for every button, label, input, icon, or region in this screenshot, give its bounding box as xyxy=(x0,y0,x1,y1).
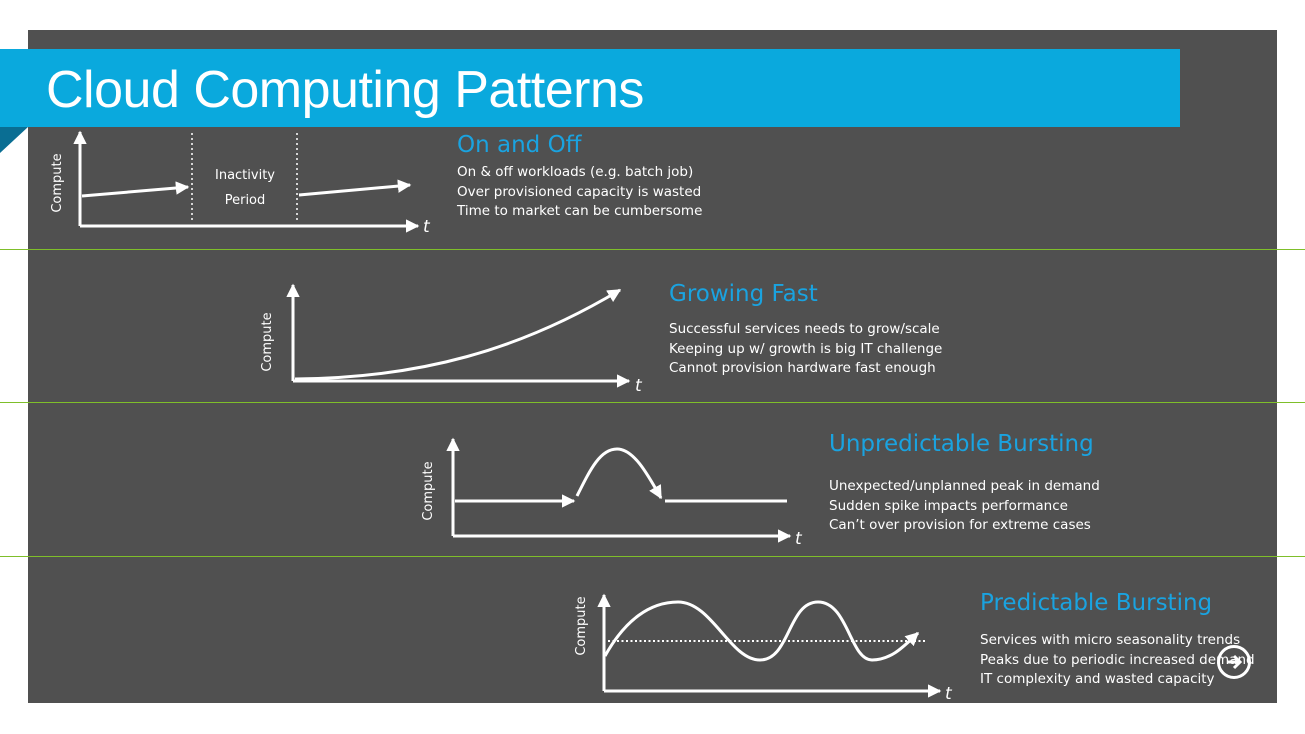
seasonal-wave xyxy=(603,600,920,662)
separator-line xyxy=(0,556,1305,557)
predictable-bursting-diagram xyxy=(597,593,942,698)
y-axis-label: Compute xyxy=(421,461,436,520)
pattern-heading: On and Off xyxy=(457,132,582,158)
pattern-heading: Growing Fast xyxy=(669,281,818,307)
time-axis-label: t xyxy=(423,217,431,237)
description-line: Over provisioned capacity is wasted xyxy=(457,183,702,200)
slide-title: Cloud Computing Patterns xyxy=(46,61,644,119)
slide-background xyxy=(28,30,1277,703)
description-line: Peaks due to periodic increased demand xyxy=(980,651,1255,668)
description-line: Unexpected/unplanned peak in demand xyxy=(829,478,1100,494)
growing-fast-diagram xyxy=(286,283,631,388)
title-notch xyxy=(0,127,28,153)
pattern-heading: Predictable Bursting xyxy=(980,590,1213,616)
description-line: Sudden spike impacts performance xyxy=(829,497,1068,514)
pattern-heading: Unpredictable Bursting xyxy=(829,431,1094,457)
on-off-diagram xyxy=(73,130,420,233)
time-axis-label: t xyxy=(795,529,803,549)
arrow-right-circle-icon xyxy=(1227,654,1243,670)
y-axis-label: Compute xyxy=(50,153,65,212)
burst-curve xyxy=(575,447,663,500)
time-axis-label: t xyxy=(635,376,643,396)
description-line: Can’t over provision for extreme cases xyxy=(829,517,1091,533)
separator-line xyxy=(0,402,1305,403)
description-line: Keeping up w/ growth is big IT challenge xyxy=(669,340,943,357)
y-axis-label: Compute xyxy=(260,312,275,371)
description-line: Successful services needs to grow/scale xyxy=(669,321,940,337)
title-band xyxy=(0,49,1180,127)
description-line: On & off workloads (e.g. batch job) xyxy=(457,164,694,180)
workload-line xyxy=(81,181,190,198)
workload-line xyxy=(298,179,412,197)
pattern-description: Services with micro seasonality trends P… xyxy=(980,631,1255,690)
inactivity-label: Period xyxy=(225,193,266,208)
pattern-description: On & off workloads (e.g. batch job) Over… xyxy=(457,163,702,222)
description-line: IT complexity and wasted capacity xyxy=(980,671,1215,687)
separator-line xyxy=(0,249,1305,250)
next-slide-button[interactable] xyxy=(1217,645,1251,679)
growth-curve xyxy=(294,288,622,381)
description-line: Cannot provision hardware fast enough xyxy=(669,360,936,376)
y-axis-label: Compute xyxy=(574,596,589,655)
time-axis-label: t xyxy=(945,684,953,704)
description-line: Time to market can be cumbersome xyxy=(457,203,703,219)
pattern-description: Successful services needs to grow/scale … xyxy=(669,320,942,379)
description-line: Services with micro seasonality trends xyxy=(980,632,1241,648)
unpredictable-bursting-diagram xyxy=(446,437,792,543)
pattern-description: Unexpected/unplanned peak in demand Sudd… xyxy=(829,477,1100,536)
inactivity-label: Inactivity xyxy=(215,168,275,183)
